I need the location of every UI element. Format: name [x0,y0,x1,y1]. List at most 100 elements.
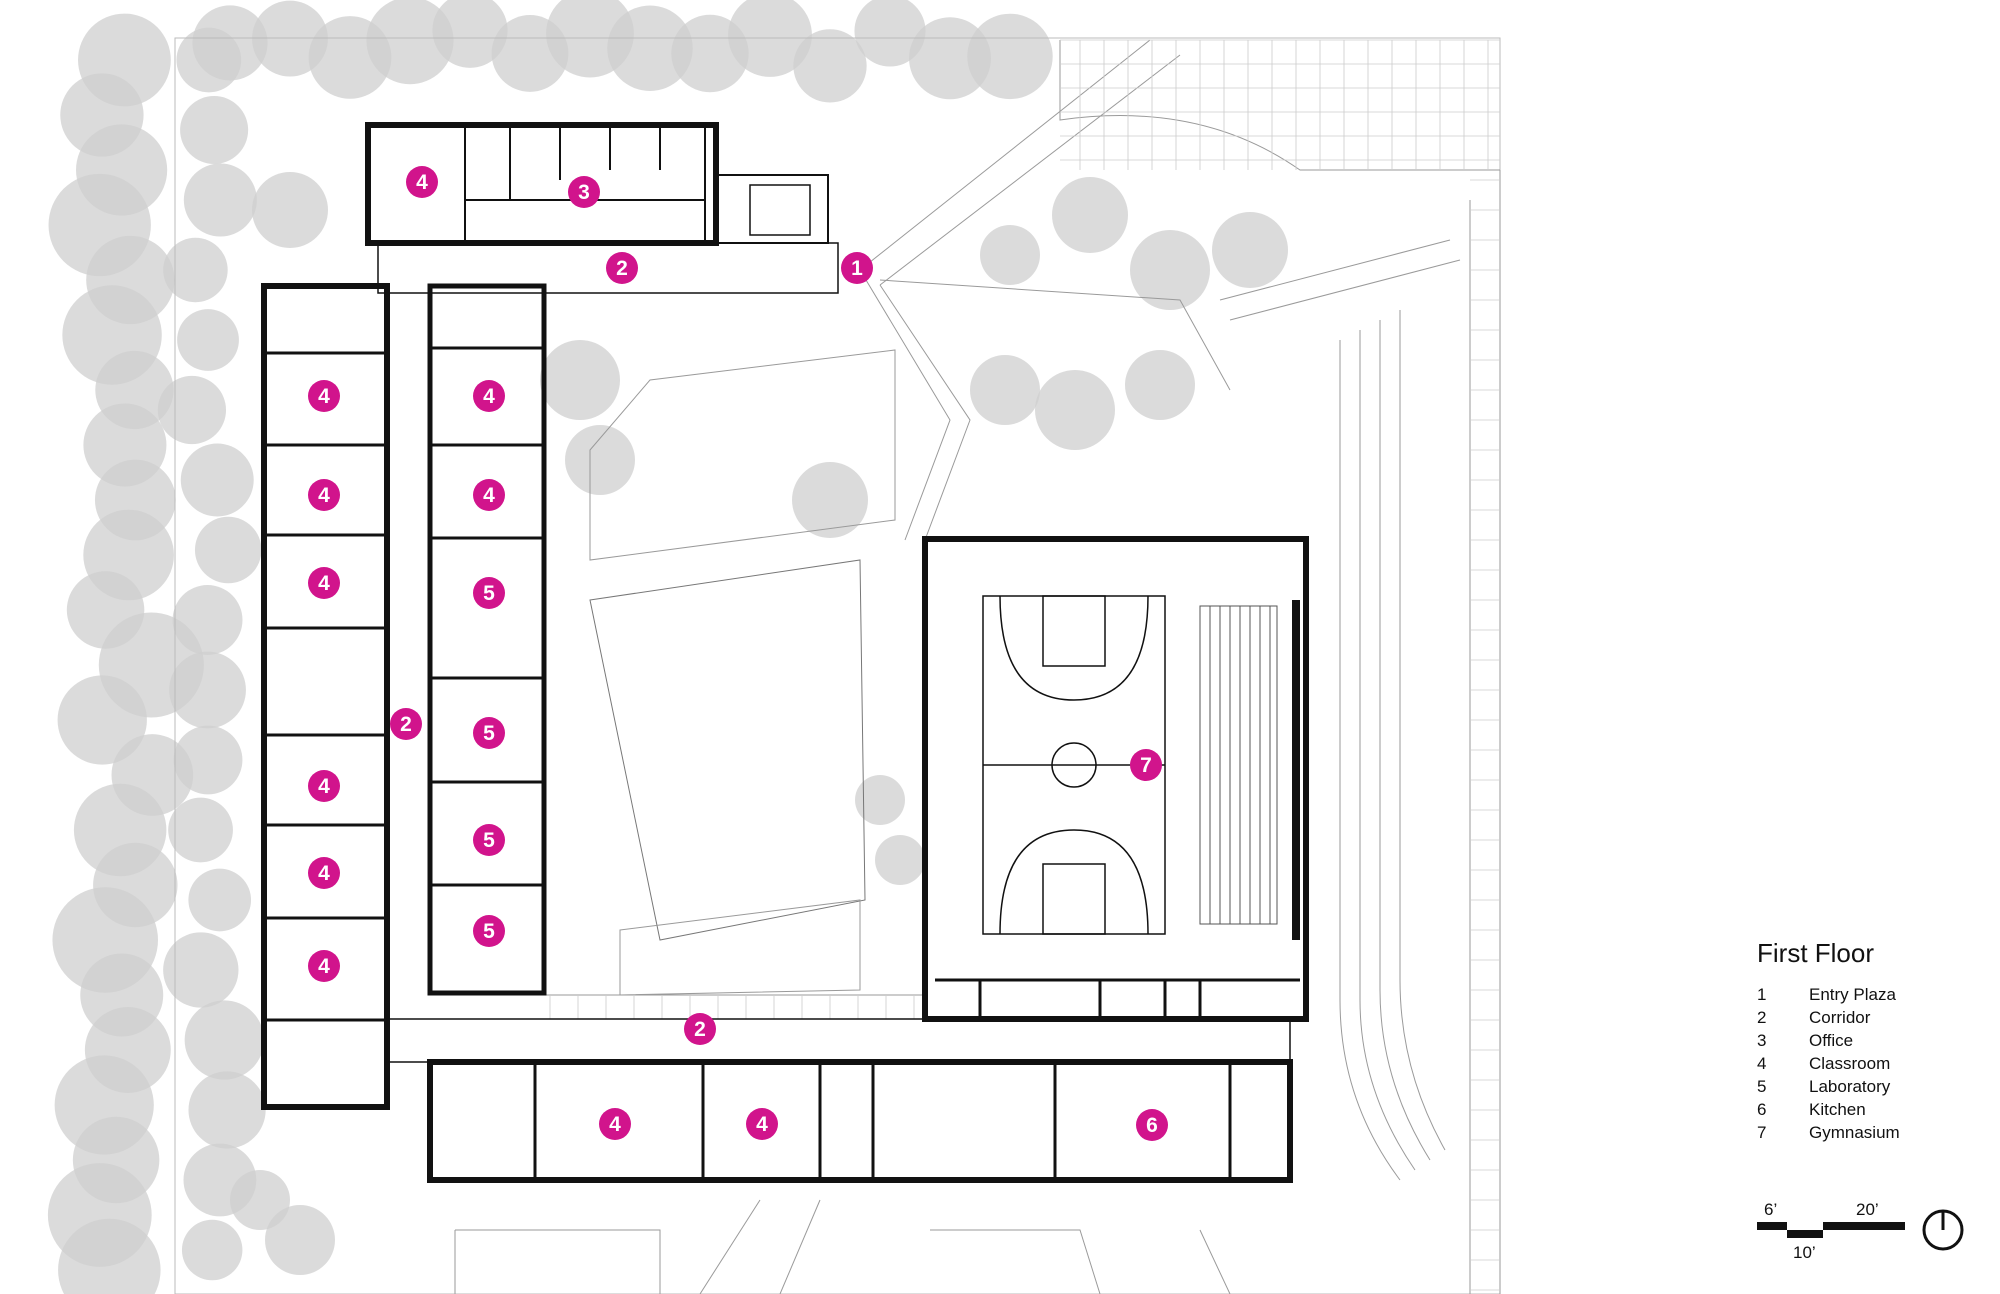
scale-label-20ft: 20’ [1856,1200,1879,1219]
tree-icon [163,932,239,1008]
legend-label: Entry Plaza [1809,985,1896,1004]
bleachers [1199,605,1278,925]
paving-grid [549,39,1500,1291]
tree-icon [970,355,1040,425]
marker-circle [473,915,505,947]
corridor-north [377,242,839,294]
tree-icon [230,1170,290,1230]
marker-number: 4 [483,385,495,408]
room-marker-5: 5 [473,717,505,749]
marker-circle [606,252,638,284]
tree-icon [57,675,147,765]
marker-circle [841,252,873,284]
legend-label: Office [1809,1031,1854,1050]
tree-icon [180,443,254,517]
marker-number: 4 [318,484,330,507]
tree-icon [252,172,328,248]
marker-number: 2 [616,257,628,280]
marker-circle [473,380,505,412]
tree-icon [188,1071,266,1149]
legend-label: Classroom [1809,1054,1891,1073]
tree-icon [188,868,252,932]
marker-number: 4 [609,1113,621,1136]
building-walls [261,122,1309,1183]
tree-icon [1130,230,1210,310]
legend-item: 4 Classroom [1757,1052,1900,1075]
marker-circle [568,176,600,208]
room-marker-2: 2 [390,708,422,740]
marker-number: 2 [400,713,412,736]
tree-icon [163,237,228,303]
tree-icon [793,29,867,103]
tree-icon [58,1218,161,1294]
marker-circle [406,166,438,198]
room-marker-4: 4 [473,479,505,511]
marker-circle [308,479,340,511]
west-wing [261,283,390,1110]
legend-number: 2 [1757,1008,1767,1027]
marker-number: 4 [318,572,330,595]
legend-title: First Floor [1757,938,1874,968]
scale-label-6ft: 6’ [1764,1200,1778,1219]
tree-icon [792,462,868,538]
marker-number: 4 [318,955,330,978]
tree-icon [855,775,905,825]
marker-circle [308,567,340,599]
room-marker-3: 3 [568,176,600,208]
tree-icon [980,225,1040,285]
tree-icon [172,585,243,655]
room-marker-4: 4 [308,479,340,511]
north-arrow-icon [1922,1209,1964,1251]
marker-circle [473,577,505,609]
room-marker-4: 4 [746,1108,778,1140]
legend-item: 5 Laboratory [1757,1075,1900,1098]
tree-icon [184,1000,265,1080]
legend-label: Laboratory [1809,1077,1891,1096]
legend-item: 6 Kitchen [1757,1098,1900,1121]
room-marker-4: 4 [308,950,340,982]
marker-circle [473,824,505,856]
marker-circle [308,380,340,412]
room-marker-1: 1 [841,252,873,284]
marker-circle [1136,1109,1168,1141]
marker-number: 5 [483,829,495,852]
corridor-south [386,1018,1291,1063]
legend-label: Kitchen [1809,1100,1866,1119]
site-paving [174,37,1501,1294]
room-marker-2: 2 [606,252,638,284]
room-marker-4: 4 [406,166,438,198]
marker-number: 5 [483,920,495,943]
marker-number: 4 [318,385,330,408]
legend-number: 3 [1757,1031,1767,1050]
tree-icon [854,0,926,67]
marker-circle [473,479,505,511]
legend-number: 4 [1757,1054,1767,1073]
tree-icon [1035,370,1115,450]
room-marker-4: 4 [308,770,340,802]
marker-number: 4 [416,171,428,194]
scale-label-10ft: 10’ [1793,1243,1816,1262]
gymnasium [922,536,1309,1022]
marker-circle [308,857,340,889]
marker-circle [1130,749,1162,781]
tree-icon [607,5,693,91]
marker-number: 5 [483,582,495,605]
legend-number: 1 [1757,985,1767,1004]
legend-number: 5 [1757,1077,1767,1096]
marker-number: 4 [483,484,495,507]
legend-label: Gymnasium [1809,1123,1900,1142]
tree-icon [177,309,239,371]
room-marker-6: 6 [1136,1109,1168,1141]
room-marker-4: 4 [308,380,340,412]
room-marker-7: 7 [1130,749,1162,781]
legend-item: 1 Entry Plaza [1757,983,1900,1006]
tree-icon [157,375,227,445]
tree-icon [1212,212,1288,288]
legend-number: 6 [1757,1100,1767,1119]
marker-circle [308,770,340,802]
marker-number: 6 [1146,1114,1158,1137]
marker-number: 7 [1140,754,1152,777]
